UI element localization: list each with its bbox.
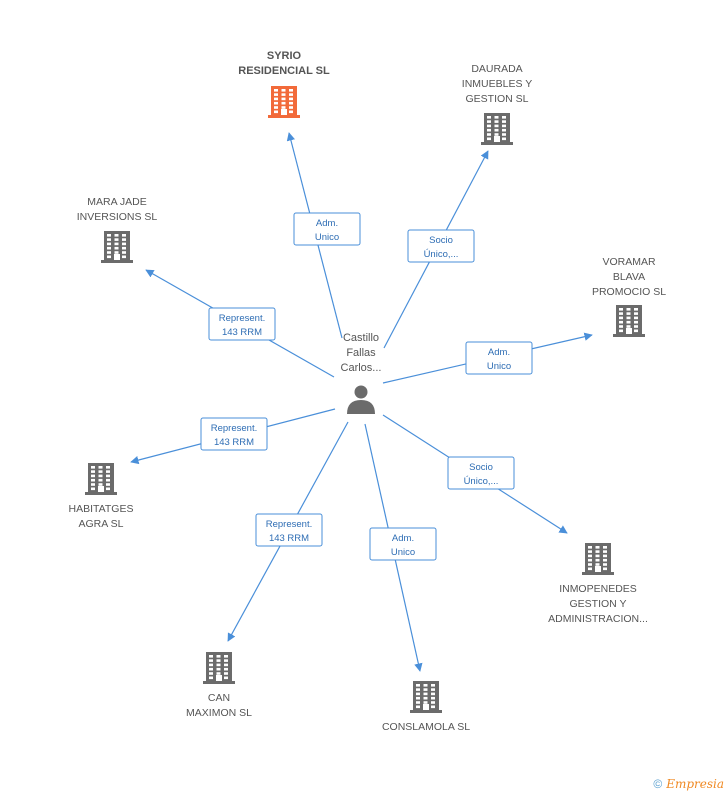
building-icon <box>481 113 513 145</box>
relation-label-line: Socio <box>469 462 493 473</box>
building-icon <box>582 543 614 575</box>
company-node-conslamola[interactable]: CONSLAMOLA SL <box>382 681 470 733</box>
relation-label-box[interactable]: Adm. Unico <box>465 341 533 375</box>
person-icon <box>347 385 375 414</box>
relation-label-box[interactable]: Represent. 143 RRM <box>200 417 268 451</box>
company-node-marajade[interactable]: MARA JADE INVERSIONS SL <box>77 196 158 263</box>
company-name-line: ADMINISTRACION... <box>548 613 648 625</box>
relation-label-box[interactable]: Represent. 143 RRM <box>208 307 276 341</box>
copyright-icon: © <box>653 777 663 791</box>
building-icon <box>268 86 300 118</box>
company-name-line: BLAVA <box>613 271 645 283</box>
edge-daurada[interactable]: SocioÚnico,... <box>383 150 489 349</box>
footer-brand[interactable]: ©Empresia <box>653 777 724 791</box>
relation-label-line: Único,... <box>424 249 459 260</box>
company-node-habitatges[interactable]: HABITATGES AGRA SL <box>69 463 134 530</box>
nodes-layer: SYRIO RESIDENCIAL SL DAURADA INMUEBLES Y GES… <box>69 50 667 733</box>
company-node-voramar[interactable]: VORAMAR BLAVA PROMOCIO SL <box>592 256 666 337</box>
relation-label-line: Unico <box>315 232 339 243</box>
edge-marajade[interactable]: Represent. 143 RRM <box>145 269 335 378</box>
company-name-line: INMUEBLES Y <box>462 78 532 90</box>
company-name-line: MARA JADE <box>87 196 147 208</box>
building-icon <box>101 231 133 263</box>
building-icon <box>85 463 117 495</box>
building-icon <box>410 681 442 713</box>
company-name-line: PROMOCIO SL <box>592 286 666 298</box>
relation-label-line: Unico <box>487 361 511 372</box>
company-name-line: MAXIMON SL <box>186 707 252 719</box>
relation-label-box[interactable]: Adm. Unico <box>369 527 437 561</box>
relation-label-line: Represent. <box>266 519 312 530</box>
company-name-line: CAN <box>208 692 230 704</box>
relation-label-line: Adm. <box>316 218 338 229</box>
edge-conslamola[interactable]: Adm. Unico <box>364 423 437 672</box>
relation-label-line: Adm. <box>488 347 510 358</box>
brand-logo-text: Empresia <box>666 777 724 791</box>
company-name-line: AGRA SL <box>79 518 124 530</box>
relation-label-box[interactable]: Adm. Unico <box>293 212 361 246</box>
company-node-syrio[interactable]: SYRIO RESIDENCIAL SL <box>238 50 330 118</box>
building-icon <box>613 305 645 337</box>
edge-can[interactable]: Represent. 143 RRM <box>227 421 349 642</box>
relation-label-line: Único,... <box>464 476 499 487</box>
person-name-line: Fallas <box>346 347 376 359</box>
relation-label-box[interactable]: SocioÚnico,... <box>407 229 475 263</box>
company-name-line: GESTION SL <box>465 93 528 105</box>
edge-syrio[interactable]: Adm. Unico <box>286 132 361 339</box>
relation-label-line: 143 RRM <box>222 327 262 338</box>
relation-label-line: Socio <box>429 235 453 246</box>
relation-label-line: Represent. <box>211 423 257 434</box>
edge-voramar[interactable]: Adm. Unico <box>382 332 593 384</box>
relation-label-line: 143 RRM <box>214 437 254 448</box>
company-name-line: DAURADA <box>471 63 522 75</box>
company-name-line: RESIDENCIAL SL <box>238 65 330 77</box>
company-node-daurada[interactable]: DAURADA INMUEBLES Y GESTION SL <box>462 63 532 145</box>
relation-label-line: Adm. <box>392 533 414 544</box>
company-name-line: INMOPENEDES <box>559 583 637 595</box>
company-name-line: HABITATGES <box>69 503 134 515</box>
person-name-line: Castillo <box>343 332 379 344</box>
company-node-inmopenedes[interactable]: INMOPENEDES GESTION Y ADMINISTRACION... <box>548 543 648 625</box>
relation-label-line: Represent. <box>219 313 265 324</box>
relation-label-line: 143 RRM <box>269 533 309 544</box>
relation-label-box[interactable]: SocioÚnico,... <box>447 456 515 490</box>
building-icon <box>203 652 235 684</box>
company-name-line: VORAMAR <box>602 256 656 268</box>
company-name-line: GESTION Y <box>570 598 627 610</box>
company-name-line: CONSLAMOLA SL <box>382 721 470 733</box>
relation-label-box[interactable]: Represent. 143 RRM <box>255 513 323 547</box>
relation-label-line: Unico <box>391 547 415 558</box>
edge-inmopenedes[interactable]: SocioÚnico,... <box>382 414 568 534</box>
company-name-line: SYRIO <box>267 50 302 62</box>
company-name-line: INVERSIONS SL <box>77 211 158 223</box>
center-person-node[interactable]: CastilloFallasCarlos... <box>341 332 382 414</box>
company-node-can[interactable]: CAN MAXIMON SL <box>186 652 252 719</box>
edge-habitatges[interactable]: Represent. 143 RRM <box>130 408 336 465</box>
person-name-line: Carlos... <box>341 362 382 374</box>
